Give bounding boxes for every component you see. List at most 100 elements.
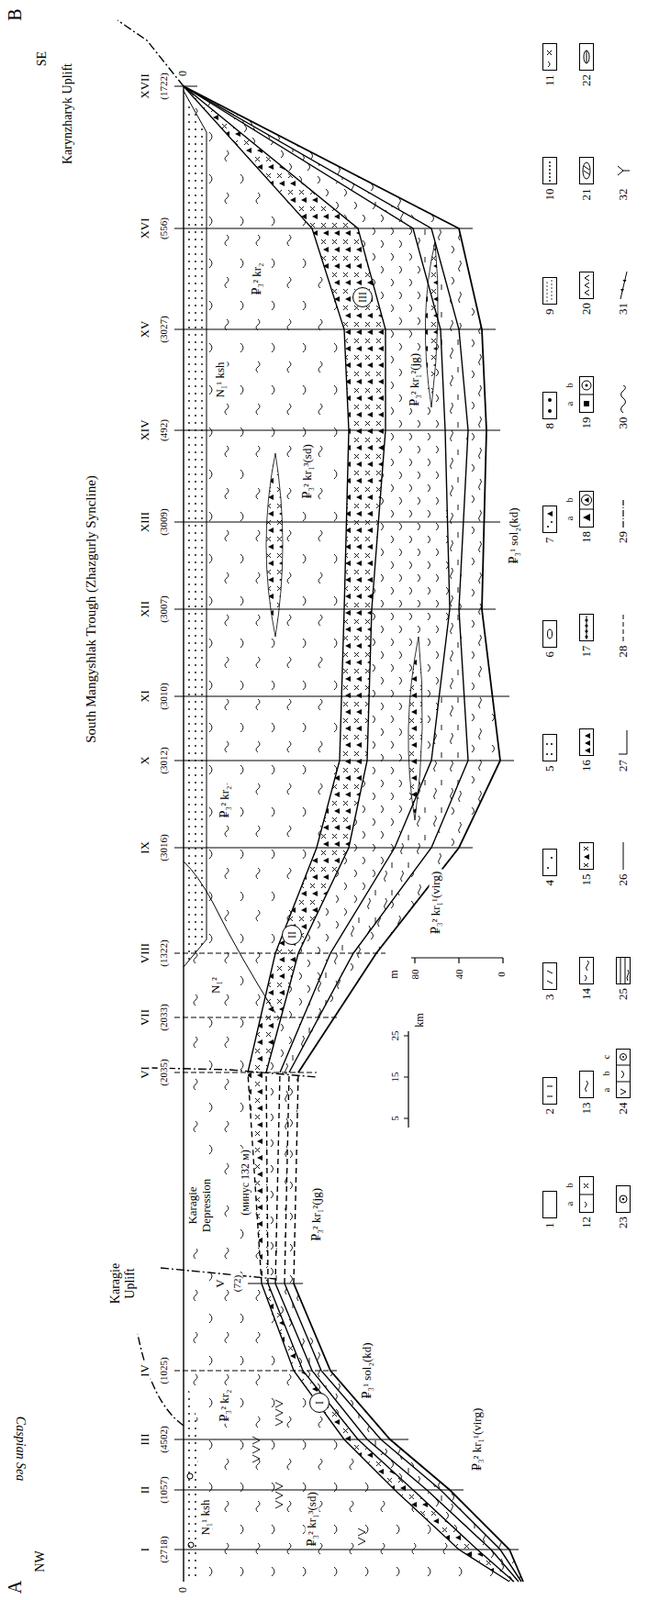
section-label: ₽₃² kr₁³(sd) xyxy=(301,442,315,501)
legend-swatch xyxy=(542,1077,558,1106)
legend-number: 30 xyxy=(615,417,631,430)
swatch-dot xyxy=(546,290,548,291)
section-label: 15 xyxy=(389,1071,402,1085)
legend-item: 1 xyxy=(542,1192,558,1230)
section-label: N₁² xyxy=(209,975,224,996)
legend-swatch xyxy=(579,843,594,872)
section-label: VIII xyxy=(138,941,153,966)
swatch-dot xyxy=(546,754,548,757)
section-label: 80 xyxy=(409,968,422,983)
legend-item: 7 xyxy=(542,506,558,545)
section-label: (1322) xyxy=(157,938,170,969)
swatch-dot xyxy=(622,1057,625,1060)
legend-swatch xyxy=(579,614,594,643)
marker-number: II xyxy=(285,931,300,939)
legend-item: 9 xyxy=(542,278,558,316)
legend-swatch xyxy=(579,377,594,414)
kr2-fill xyxy=(183,86,551,1583)
sd-fill xyxy=(183,86,551,1583)
section-label: V xyxy=(213,1277,228,1290)
swatch-mark xyxy=(582,163,591,180)
section-label: ₽₃² kr₂ xyxy=(218,783,233,820)
swatch-dot xyxy=(547,867,549,870)
legend-swatch xyxy=(615,614,631,643)
swatch-box xyxy=(543,506,558,534)
section-label: N₁¹ ksh xyxy=(199,1497,213,1538)
ksh-band xyxy=(183,90,207,968)
legend-number: 16 xyxy=(579,759,594,772)
section-label: IV xyxy=(138,1363,153,1380)
legend-swatch xyxy=(579,491,594,528)
section-label: (3012) xyxy=(157,745,170,776)
below-section xyxy=(183,86,551,1583)
swatch-mark xyxy=(617,167,630,177)
horizon xyxy=(275,1072,280,1285)
ring-symbol xyxy=(187,1474,193,1480)
legend-item: 8 xyxy=(542,391,558,430)
legend-swatch xyxy=(615,1050,631,1100)
section-label: a xyxy=(601,1086,613,1095)
section-label: XIII xyxy=(138,510,153,535)
legend-swatch xyxy=(579,43,594,71)
swatch-mark xyxy=(615,1066,631,1096)
swatch-dot xyxy=(546,286,548,288)
legend-number: 6 xyxy=(542,651,558,659)
swatch-box xyxy=(543,1192,558,1219)
swatch-dot xyxy=(548,180,551,183)
legend-swatch xyxy=(579,1072,594,1100)
circled-marker: I xyxy=(309,1393,330,1414)
legend-item: 4 xyxy=(542,849,558,887)
legend-number: 13 xyxy=(579,1103,594,1116)
sea-level-line xyxy=(182,86,184,1583)
swatch-dot xyxy=(548,177,551,179)
legend-item: 26 xyxy=(615,843,631,887)
legend-number: 9 xyxy=(542,309,558,316)
swatch-mark xyxy=(620,279,627,292)
section-label: VII xyxy=(138,1007,153,1028)
swatch-mark xyxy=(583,167,590,176)
section-label: N₁¹ ksh xyxy=(213,359,228,400)
swatch-mark xyxy=(586,50,588,64)
section-label: XI xyxy=(138,688,153,705)
legend-swatch xyxy=(542,278,558,306)
legend-item: 20 xyxy=(579,271,594,315)
well-line xyxy=(174,1072,317,1074)
section-label: IX xyxy=(138,839,153,857)
section-label: ₽₃² kr₂ xyxy=(218,1387,233,1424)
section-label: b xyxy=(564,381,576,391)
swatch-box xyxy=(580,1177,594,1214)
horizon-lines xyxy=(117,20,524,1583)
shoreline xyxy=(137,1334,184,1427)
swatch-dot xyxy=(584,630,588,634)
legend-item: 15 xyxy=(579,843,594,887)
legend-swatch xyxy=(542,963,558,992)
swatch-box xyxy=(543,849,558,877)
swatch-dot xyxy=(550,280,552,282)
section-label: XV xyxy=(138,319,153,341)
legend-swatch xyxy=(579,957,594,985)
section-label: ₽₃¹ sol₂(kd) xyxy=(360,1340,375,1401)
legend-number: 18 xyxy=(579,531,594,544)
section-label: NW xyxy=(33,1549,48,1575)
swatch-mark xyxy=(547,629,553,639)
well-line xyxy=(174,848,473,850)
legend-swatch xyxy=(579,157,594,186)
well-line xyxy=(174,430,501,432)
well-line xyxy=(174,1371,340,1373)
swatch-box xyxy=(580,272,594,300)
legend-number: 3 xyxy=(542,994,558,1002)
swatch-mark xyxy=(547,512,553,518)
swatch-mark xyxy=(585,1082,589,1094)
section-label: m xyxy=(388,968,402,981)
swatch-mark xyxy=(579,394,594,396)
marker-number: III xyxy=(356,291,370,303)
legend-item: 27 xyxy=(615,728,631,772)
swatch-dot xyxy=(546,282,548,284)
swatch-box xyxy=(543,392,558,420)
section-label: c xyxy=(601,1053,613,1062)
swatch-mark xyxy=(620,271,627,300)
section-label: B xyxy=(4,6,26,23)
swatch-box xyxy=(580,958,594,985)
ring-symbol xyxy=(188,1542,194,1549)
